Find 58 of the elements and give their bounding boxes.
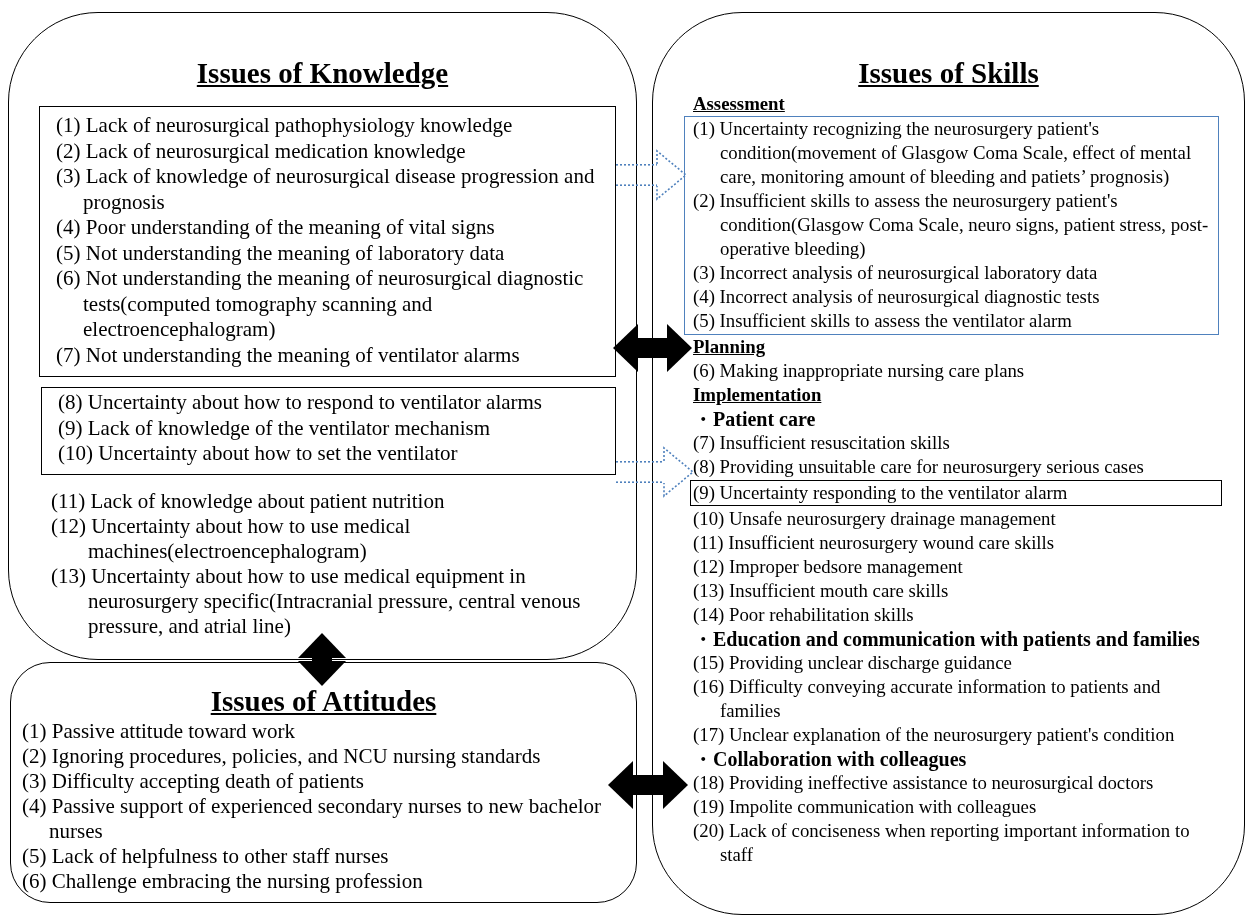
attitudes-panel	[10, 662, 637, 903]
subheading: ・Collaboration with colleagues	[693, 747, 968, 771]
list-item: (10) Uncertainty about how to set the ventilator	[58, 441, 459, 467]
list-item: (12) Uncertainty about how to use medical machines(electroencephalogram)	[51, 514, 412, 564]
list-item: (1) Lack of neurosurgical pathophysiology knowledge	[56, 113, 514, 139]
list-item: (12) Improper bedsore management	[693, 555, 964, 579]
list-item: (3) Lack of knowledge of neurosurgical disease progression and prognosis	[56, 164, 596, 215]
list-item: (4) Incorrect analysis of neurosurgical diagnostic tests	[693, 285, 1101, 309]
subheading: ・Patient care	[693, 407, 817, 431]
subheading: ・Education and communication with patients and families	[693, 627, 1201, 651]
list-item: (17) Unclear explanation of the neurosurgery patient's condition	[693, 723, 1176, 747]
list-item: (13) Uncertainty about how to use medical equipment in neurosurgery specific(Intracranial pressure, central venous pressure, and atrial line)	[51, 564, 582, 639]
list-item: (4) Poor understanding of the meaning of vital signs	[56, 215, 496, 241]
list-item: (5) Not understanding the meaning of laboratory data	[56, 240, 506, 266]
section-heading: Planning	[693, 335, 767, 359]
list-item: (2) Ignoring procedures, policies, and NCU nursing standards	[22, 744, 542, 769]
list-item: (3) Difficulty accepting death of patients	[22, 769, 365, 794]
list-item: (13) Insufficient mouth care skills	[693, 579, 950, 603]
list-item: (6) Making inappropriate nursing care plans	[693, 359, 1026, 383]
list-item: (15) Providing unclear discharge guidance	[693, 651, 1013, 675]
list-item: (18) Providing ineffective assistance to neurosurgical doctors	[693, 771, 1155, 795]
list-item: (19) Impolite communication with colleagues	[693, 795, 1038, 819]
list-item: (7) Not understanding the meaning of ventilator alarms	[56, 342, 521, 368]
section-title: Issues of Knowledge	[195, 57, 450, 90]
issue-box	[41, 387, 616, 475]
list-item: (20) Lack of conciseness when reporting important information to staff	[693, 819, 1191, 867]
list-item: (7) Insufficient resuscitation skills	[693, 431, 951, 455]
list-item: (1) Passive attitude toward work	[22, 719, 296, 744]
list-item: (5) Lack of helpfulness to other staff nurses	[22, 844, 390, 869]
knowledge-panel	[8, 12, 637, 660]
list-item: (2) Lack of neurosurgical medication knowledge	[56, 138, 467, 164]
list-item: (11) Lack of knowledge about patient nutrition	[51, 489, 446, 514]
double-arrow	[608, 761, 688, 809]
list-item: (8) Providing unsuitable care for neurosurgery serious cases	[693, 455, 1145, 479]
list-item: (2) Insufficient skills to assess the neurosurgery patient's condition(Glasgow Coma Scale, neuro signs, patient stress, post-operative bleeding)	[693, 189, 1210, 261]
list-item: (5) Insufficient skills to assess the ventilator alarm	[693, 309, 1073, 333]
skills-panel	[652, 12, 1245, 915]
list-item: (10) Unsafe neurosurgery drainage management	[693, 507, 1057, 531]
issue-box	[39, 106, 616, 377]
assessment-box	[684, 116, 1219, 335]
section-title: Issues of Attitudes	[209, 685, 438, 718]
list-item: (6) Challenge embracing the nursing profession	[22, 869, 424, 894]
list-item: (14) Poor rehabilitation skills	[693, 603, 915, 627]
double-arrow	[613, 324, 692, 372]
list-item: (3) Incorrect analysis of neurosurgical laboratory data	[693, 261, 1099, 285]
issue-box	[690, 480, 1222, 506]
list-item: (4) Passive support of experienced secondary nurses to new bachelor nurses	[22, 794, 603, 844]
list-item: (16) Difficulty conveying accurate information to patients and families	[693, 675, 1162, 723]
section-heading: Implementation	[693, 383, 823, 407]
list-item: (6) Not understanding the meaning of neurosurgical diagnostic tests(computed tomography scanning and electroencephalogram)	[56, 266, 585, 343]
section-title: Issues of Skills	[857, 57, 1040, 90]
list-item: (11) Insufficient neurosurgery wound care skills	[693, 531, 1056, 555]
list-item: (9) Uncertainty responding to the ventilator alarm	[693, 481, 1069, 505]
list-item: (9) Lack of knowledge of the ventilator mechanism	[58, 415, 492, 441]
double-arrow	[298, 633, 346, 686]
section-heading: Assessment	[693, 92, 786, 116]
list-item: (1) Uncertainty recognizing the neurosurgery patient's condition(movement of Glasgow Coma Scale, effect of mental care, monitoring amount of bleeding and patiets’ prognosis)	[693, 117, 1193, 189]
list-item: (8) Uncertainty about how to respond to ventilator alarms	[58, 390, 544, 416]
